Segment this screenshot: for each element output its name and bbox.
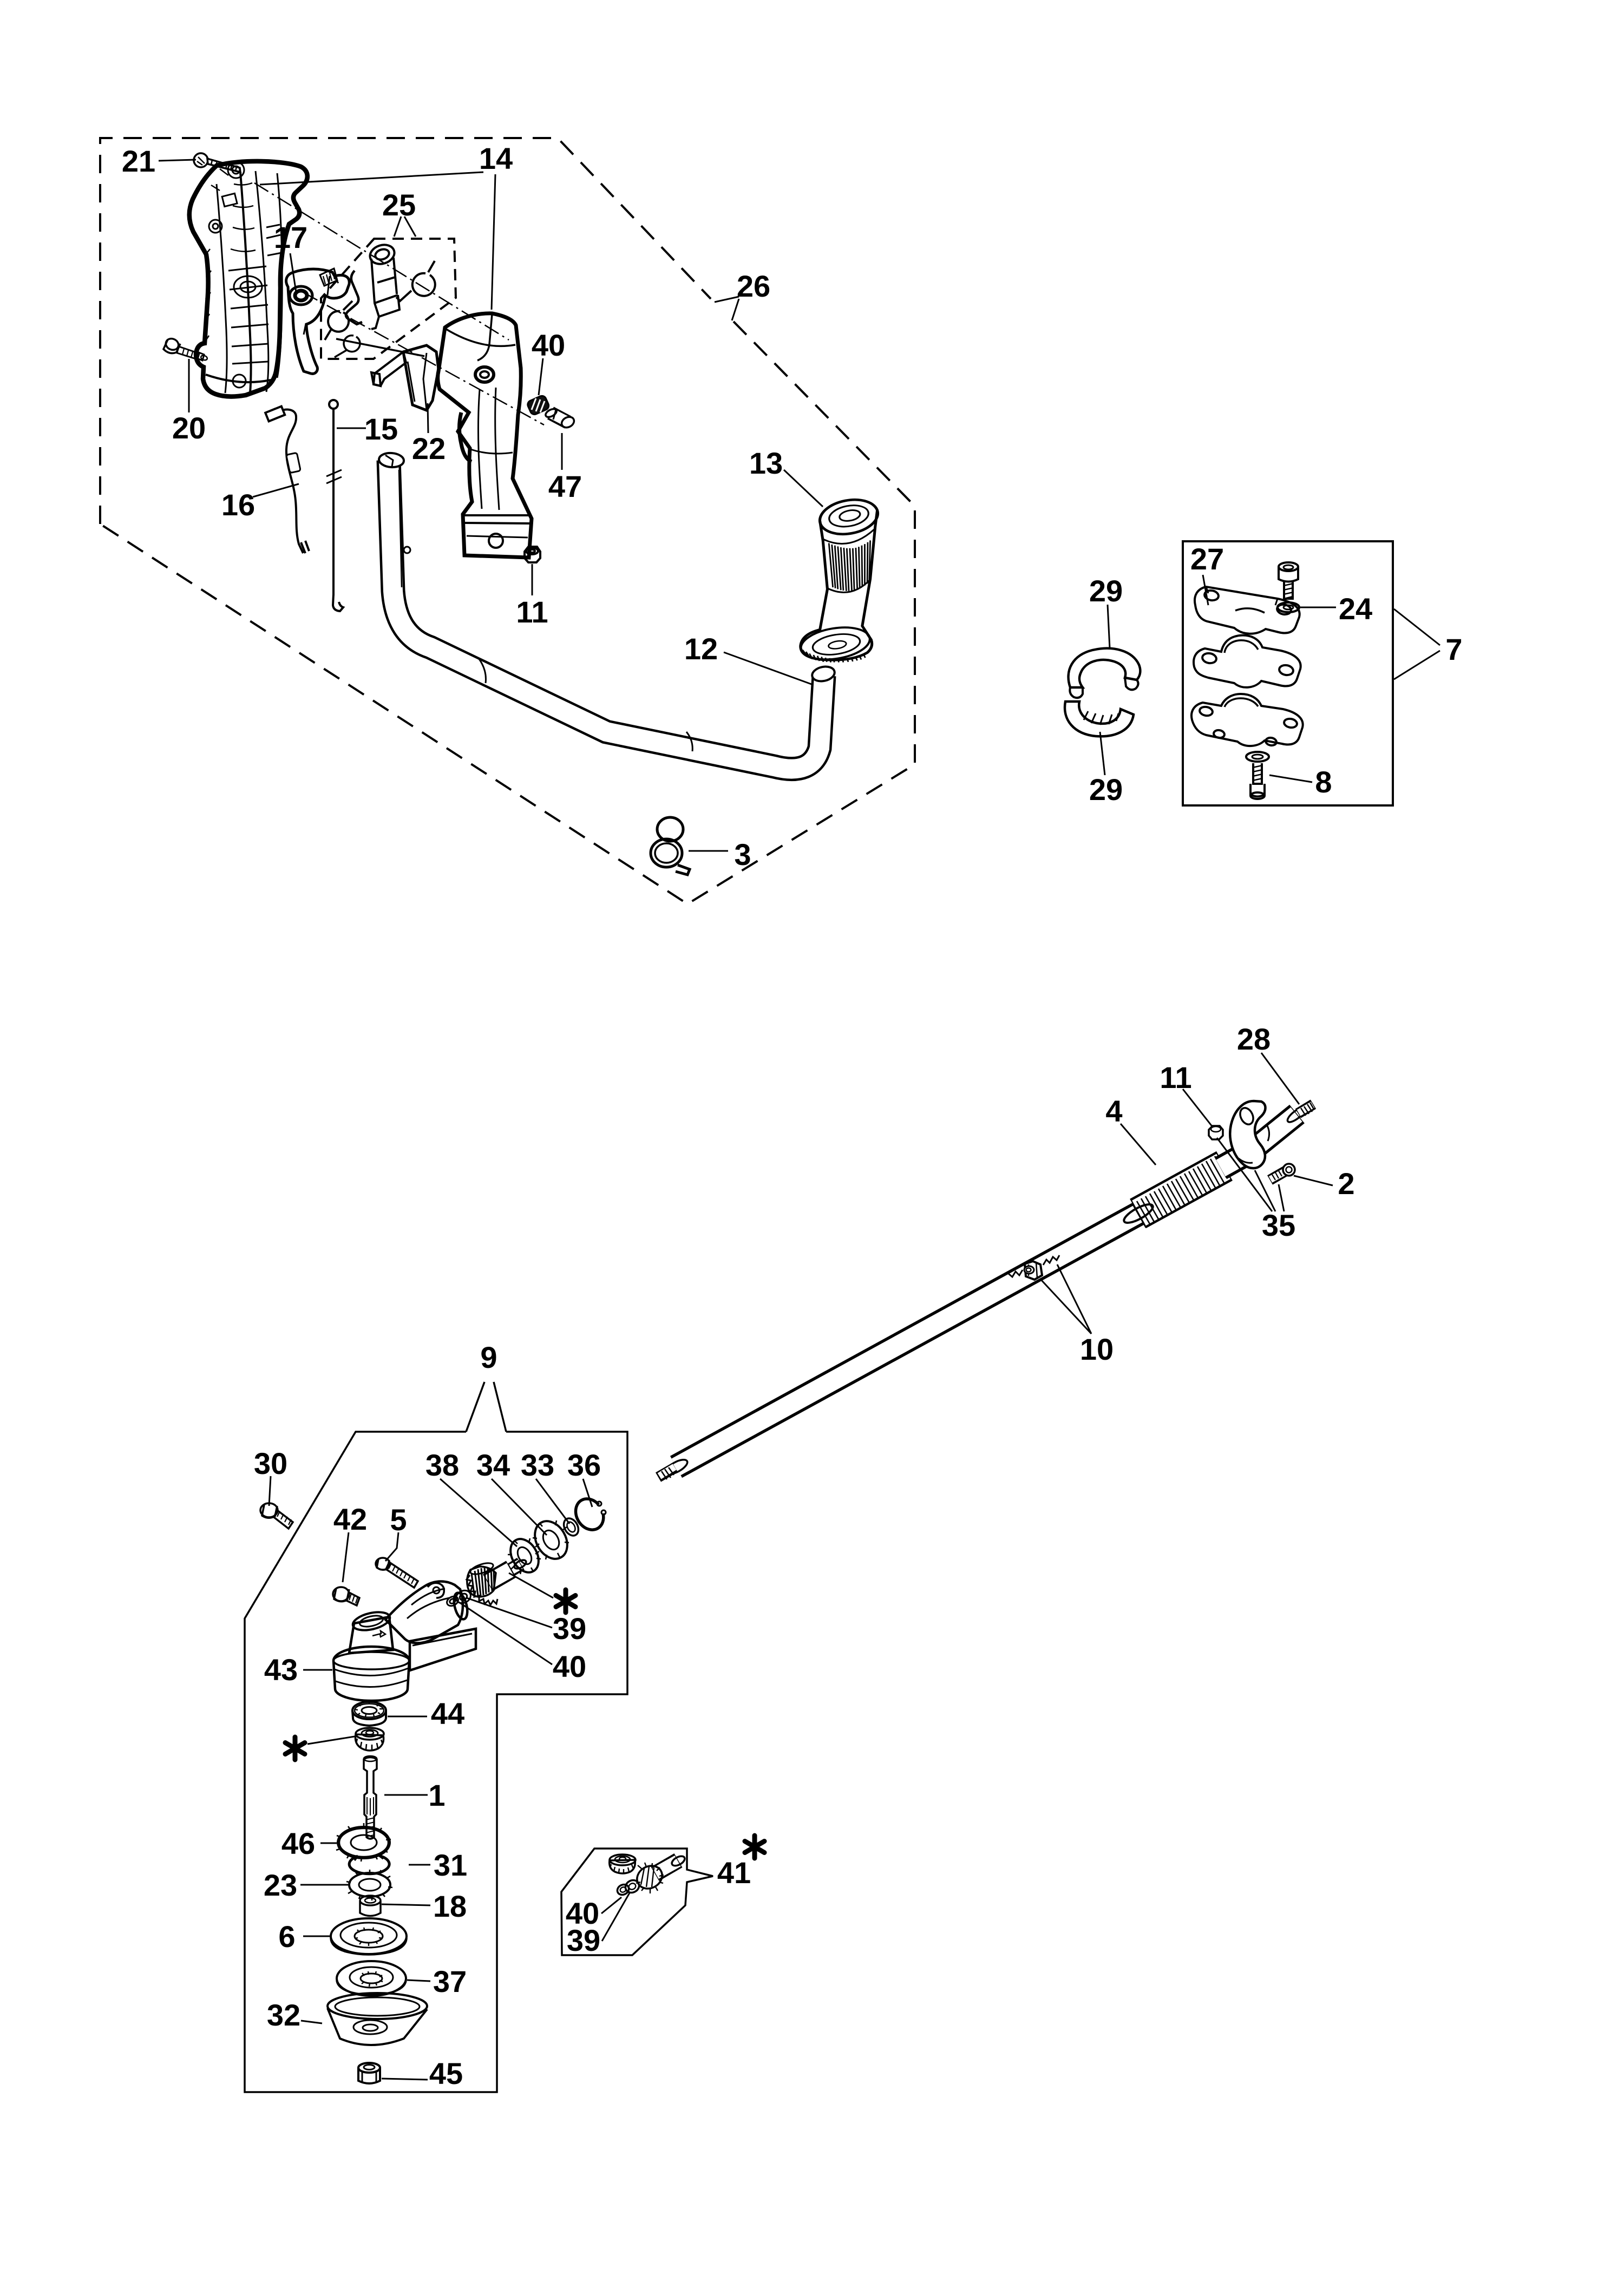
- svg-text:29: 29: [1089, 772, 1123, 807]
- svg-text:5: 5: [390, 1503, 407, 1537]
- svg-text:20: 20: [172, 411, 206, 445]
- svg-text:8: 8: [1315, 765, 1332, 799]
- svg-text:38: 38: [425, 1448, 459, 1482]
- svg-text:4: 4: [1105, 1094, 1122, 1128]
- svg-text:13: 13: [749, 446, 783, 480]
- svg-text:33: 33: [521, 1448, 554, 1482]
- svg-text:41: 41: [717, 1856, 751, 1890]
- svg-text:27: 27: [1190, 542, 1224, 576]
- svg-text:39: 39: [553, 1611, 586, 1646]
- svg-text:26: 26: [737, 269, 770, 303]
- svg-text:9: 9: [480, 1340, 497, 1374]
- svg-text:11: 11: [1160, 1060, 1191, 1094]
- svg-text:37: 37: [433, 1964, 467, 1998]
- svg-text:15: 15: [364, 412, 398, 446]
- svg-text:2: 2: [1338, 1166, 1354, 1201]
- svg-text:22: 22: [412, 431, 446, 466]
- svg-text:17: 17: [274, 220, 307, 254]
- svg-text:6: 6: [278, 1919, 295, 1954]
- svg-text:7: 7: [1445, 632, 1462, 666]
- svg-text:40: 40: [566, 1896, 599, 1930]
- svg-text:18: 18: [433, 1889, 467, 1923]
- svg-text:24: 24: [1339, 592, 1372, 626]
- svg-text:40: 40: [553, 1649, 586, 1683]
- svg-text:10: 10: [1080, 1332, 1114, 1366]
- svg-text:32: 32: [267, 1998, 300, 2032]
- svg-text:1: 1: [428, 1778, 445, 1812]
- svg-text:45: 45: [429, 2056, 463, 2090]
- svg-text:44: 44: [431, 1696, 464, 1731]
- svg-text:47: 47: [548, 469, 582, 503]
- svg-text:31: 31: [434, 1848, 467, 1882]
- svg-text:11: 11: [516, 595, 548, 629]
- svg-text:30: 30: [254, 1446, 287, 1480]
- svg-text:34: 34: [476, 1448, 510, 1482]
- svg-text:21: 21: [122, 144, 155, 178]
- svg-text:35: 35: [1262, 1208, 1295, 1242]
- svg-text:42: 42: [333, 1502, 367, 1536]
- svg-text:46: 46: [281, 1826, 315, 1860]
- svg-text:14: 14: [479, 141, 513, 175]
- svg-text:39: 39: [567, 1923, 600, 1957]
- svg-text:25: 25: [382, 188, 416, 222]
- svg-text:36: 36: [567, 1448, 601, 1482]
- svg-text:23: 23: [264, 1868, 297, 1902]
- svg-text:43: 43: [264, 1653, 298, 1687]
- svg-text:40: 40: [532, 328, 565, 362]
- svg-text:12: 12: [684, 632, 718, 666]
- svg-text:28: 28: [1237, 1022, 1271, 1056]
- svg-text:16: 16: [221, 488, 255, 522]
- svg-text:3: 3: [734, 837, 751, 871]
- svg-text:29: 29: [1089, 574, 1123, 608]
